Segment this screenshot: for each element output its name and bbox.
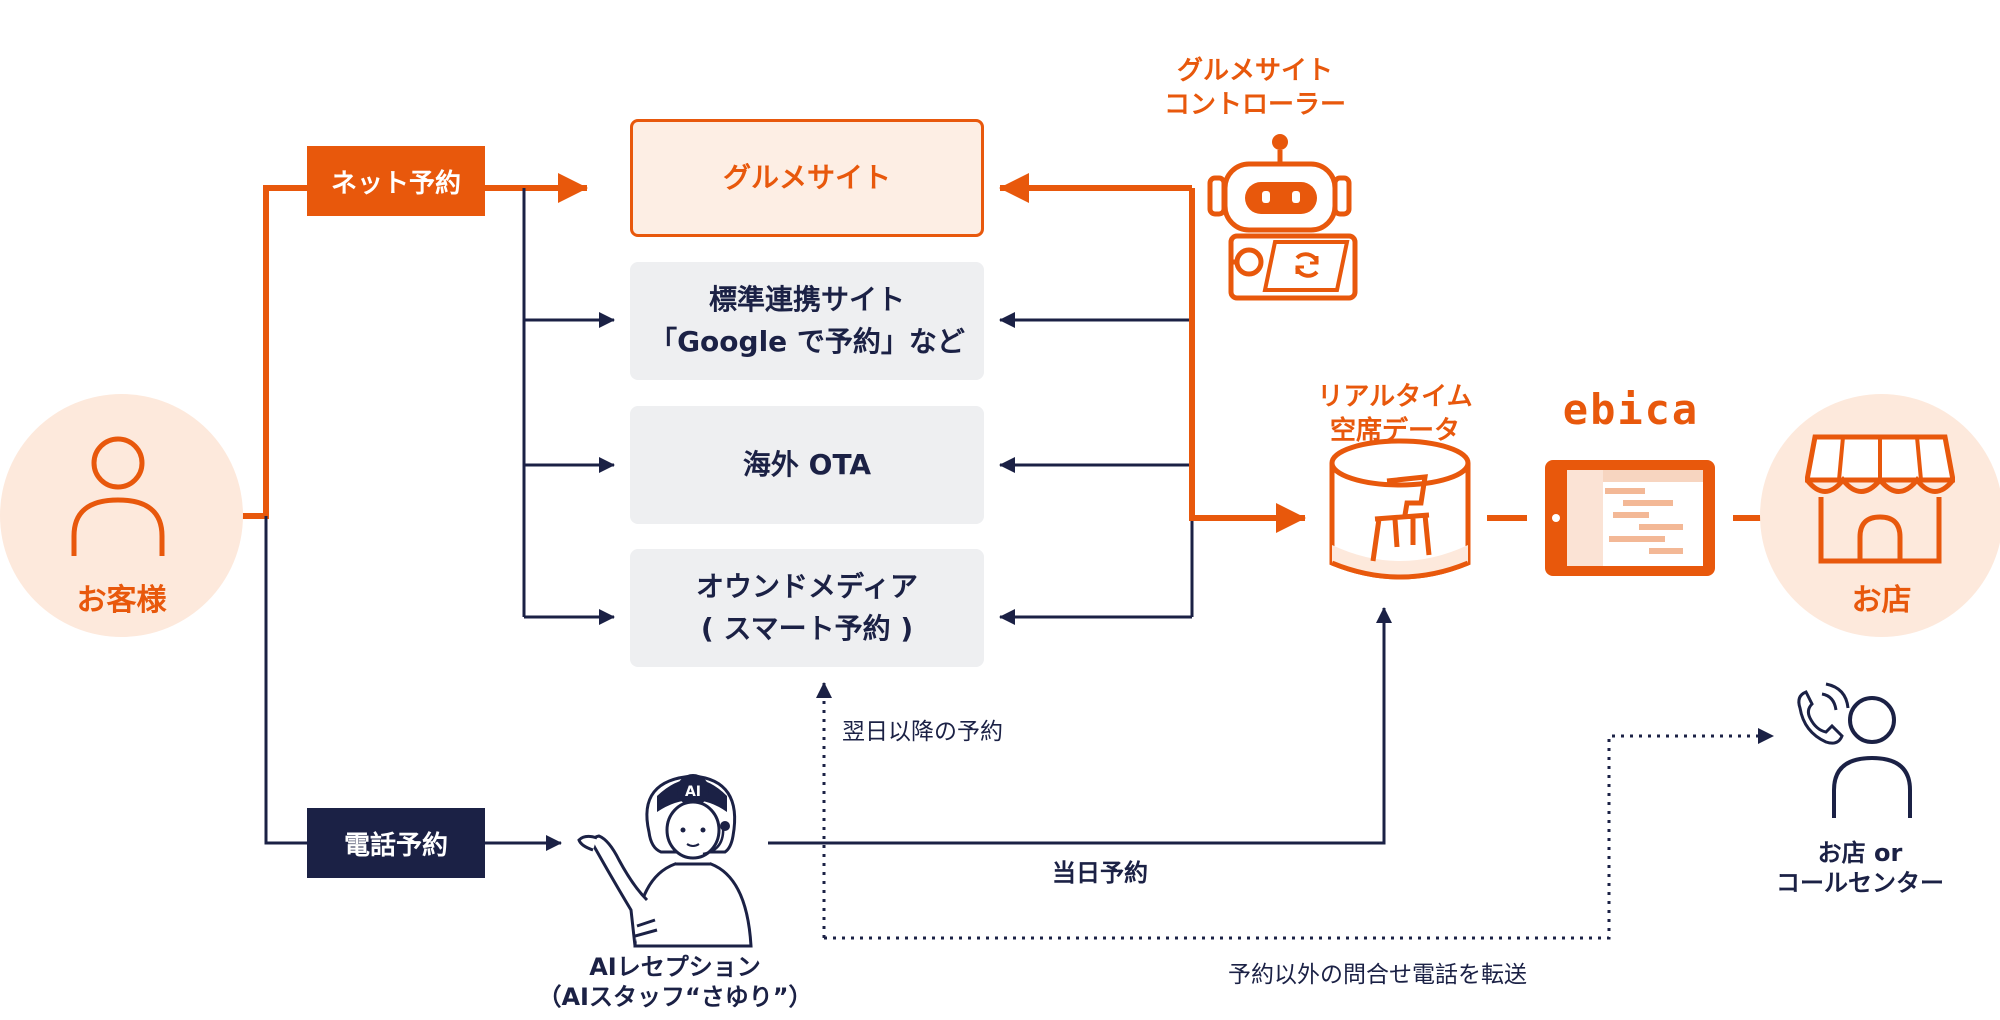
ai-label-line2: （AIスタッフ“さゆり”） xyxy=(537,983,813,1011)
tablet-icon xyxy=(1545,460,1715,576)
realtime-label-line1: リアルタイム xyxy=(1317,382,1473,412)
ebica-logo: ebica xyxy=(1562,385,1700,434)
customer-to-phone-line xyxy=(264,516,307,845)
controller-label: グルメサイト コントローラー xyxy=(1150,54,1360,122)
owned-media-sublabel: ( スマート予約 ) xyxy=(700,612,914,645)
robot-icon xyxy=(1207,134,1358,301)
call-center-person-icon xyxy=(1797,682,1912,818)
controller-to-gourmet-line xyxy=(1189,188,1306,533)
chair-database-icon xyxy=(1329,438,1471,580)
standard-site-label: 標準連携サイト xyxy=(708,283,905,316)
next-day-label: 翌日以降の予約 xyxy=(842,719,1003,745)
call-center-label-line2: コールセンター xyxy=(1776,869,1944,897)
owned-media-label: オウンドメディア xyxy=(695,570,919,603)
owned-media-box: オウンドメディア ( スマート予約 ) xyxy=(630,549,984,667)
same-day-label: 当日予約 xyxy=(1052,859,1148,887)
ota-site-box: 海外 OTA xyxy=(630,406,984,524)
store-icon xyxy=(1805,434,1955,564)
gourmet-site-label: グルメサイト xyxy=(722,161,891,194)
ai-receptionist-illustration: AI xyxy=(577,774,753,948)
standard-site-box: 標準連携サイト 「Google で予約」など xyxy=(630,262,984,380)
phone-reservation-tag: 電話予約 xyxy=(307,808,485,878)
controller-label-line1: グルメサイト xyxy=(1176,56,1333,86)
net-reservation-tag: ネット予約 xyxy=(307,146,485,216)
call-center-label: お店 or コールセンター xyxy=(1760,838,1960,898)
transfer-dotted-line xyxy=(824,728,1774,940)
ai-label-line1: AIレセプション xyxy=(589,953,761,981)
ai-label: AIレセプション （AIスタッフ“さゆり”） xyxy=(535,952,815,1012)
ota-site-label: 海外 OTA xyxy=(742,448,872,481)
customer-to-net-line xyxy=(198,173,588,519)
standard-site-sublabel: 「Google で予約」など xyxy=(649,325,965,358)
svg-text:AI: AI xyxy=(685,784,701,800)
controller-label-line2: コントローラー xyxy=(1163,90,1346,120)
transfer-label: 予約以外の問合せ電話を転送 xyxy=(1228,962,1527,988)
same-day-line xyxy=(768,607,1392,845)
customer-circle xyxy=(0,394,243,637)
customer-label: お客様 xyxy=(76,583,167,618)
gourmet-site-box: グルメサイト xyxy=(630,119,984,237)
call-center-label-line1: お店 or xyxy=(1817,839,1903,867)
store-label: お店 xyxy=(1851,583,1912,618)
person-icon xyxy=(71,436,165,556)
